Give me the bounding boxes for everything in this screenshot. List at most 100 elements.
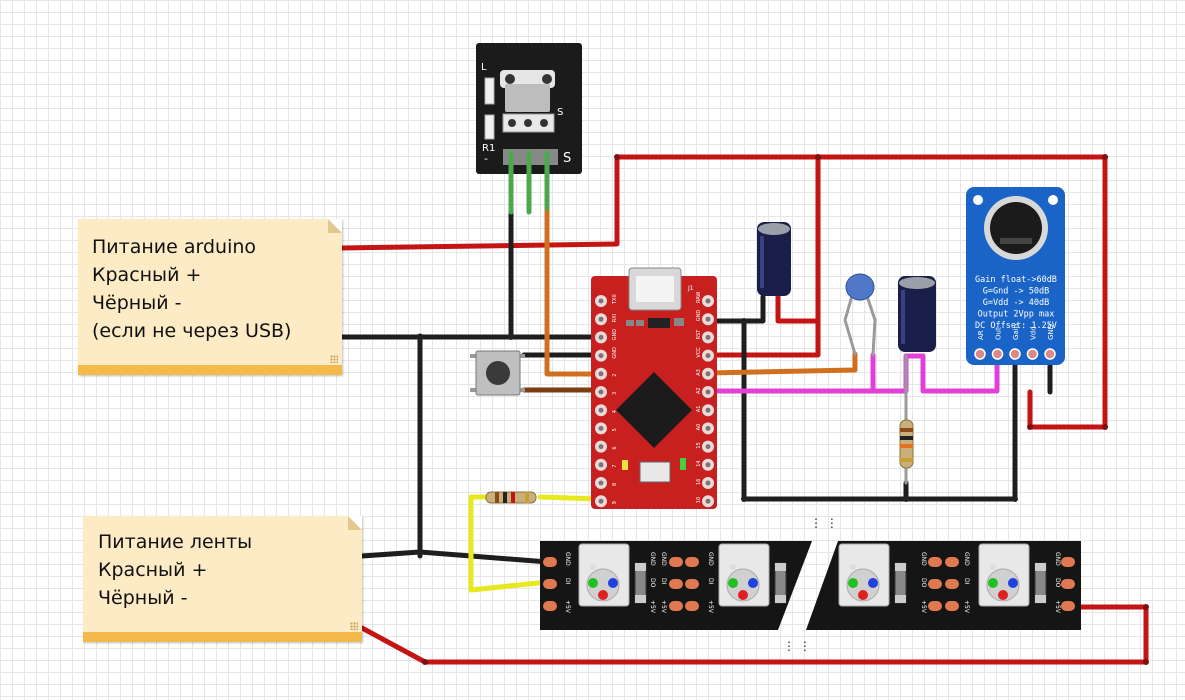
strip-pad[interactable] <box>543 557 557 567</box>
strip-pin-label: +5V <box>1054 600 1061 614</box>
arduino-pin-label-right: A2 <box>696 387 702 394</box>
electrolytic-capacitor-2[interactable] <box>898 276 936 352</box>
strip-pin-label: GND <box>649 552 656 566</box>
strip-pad[interactable] <box>669 579 683 589</box>
strip-pad[interactable] <box>1061 579 1075 589</box>
strip-pin-label: DO <box>1054 578 1061 588</box>
mic-spec-line: DC Offset: 1.25V <box>975 321 1057 331</box>
arduino-pin-label-right: RAW <box>696 292 702 303</box>
strip-pad[interactable] <box>945 579 959 589</box>
strip-pin-label: DI <box>963 578 970 585</box>
arduino-pin-label-right: A1 <box>696 406 702 413</box>
electrolytic-capacitor-1[interactable] <box>757 222 791 296</box>
led-strip[interactable]: GNDDI+5VGNDDI+5VGNDDI+5VGNDDI+5VGNDDO+5V… <box>540 516 1081 653</box>
note-fold-corner <box>328 219 342 233</box>
strip-pin-label: +5V <box>564 600 571 614</box>
wire-yellow-strip[interactable] <box>468 494 551 593</box>
note-arduino-power[interactable]: Питание arduino Красный + Чёрный - (если… <box>78 219 342 375</box>
resistor-vertical[interactable] <box>899 419 914 469</box>
arduino-pin-label-right: 14 <box>696 460 702 466</box>
strip-pad[interactable] <box>669 601 683 611</box>
mic-pin[interactable] <box>991 348 1004 360</box>
mic-pin-label: Gain <box>1012 324 1020 340</box>
mic-pin[interactable] <box>1044 348 1056 360</box>
strip-pad[interactable] <box>543 579 557 589</box>
ir-label-r1: R1 <box>482 143 495 154</box>
note-arduino-line-1: Питание arduino <box>92 236 257 258</box>
arduino-pin-label-right: VCC <box>696 347 702 358</box>
strip-pad[interactable] <box>1061 557 1075 567</box>
mic-pin-label: Vdd <box>1030 326 1038 340</box>
ceramic-capacitor[interactable] <box>845 273 875 301</box>
strip-pad[interactable] <box>928 601 942 611</box>
mic-pin[interactable] <box>974 348 986 360</box>
strip-pin-label: GND <box>920 552 927 566</box>
strip-pad[interactable] <box>685 579 699 589</box>
strip-pin-label: +5V <box>963 600 970 614</box>
strip-pin-label: DI <box>707 578 714 585</box>
note-resize-grip[interactable] <box>350 622 358 630</box>
wire-black-strip-gnd[interactable] <box>359 549 551 565</box>
strip-pad[interactable] <box>928 557 942 567</box>
arduino-pin-label-right: 10 <box>696 497 702 503</box>
mic-spec-line: G=Vdd -> 40dB <box>983 298 1050 308</box>
wire-black-gnd-loop[interactable] <box>741 318 1018 502</box>
strip-pin-label: +5V <box>660 600 667 614</box>
arduino-pin-label-left: 9 <box>612 501 618 504</box>
note-footer-bar <box>83 632 362 642</box>
wire-orange-ir-signal[interactable] <box>544 209 602 377</box>
arduino-pin-label-left: TX0 <box>612 294 618 305</box>
note-strip-power[interactable]: Питание ленты Красный + Чёрный - <box>83 516 362 642</box>
strip-pin-label: DI <box>564 578 571 585</box>
note-resize-grip[interactable] <box>330 355 338 363</box>
strip-pad[interactable] <box>945 601 959 611</box>
strip-pad[interactable] <box>685 601 699 611</box>
push-button[interactable] <box>470 350 525 396</box>
ir-label-s-pin: S <box>563 151 571 166</box>
strip-pad[interactable] <box>928 579 942 589</box>
arduino-pin-label-left: 3 <box>612 392 618 395</box>
strip-pad[interactable] <box>669 557 683 567</box>
strip-pin-label: GND <box>1054 552 1061 566</box>
wire-black-gnd-right[interactable] <box>705 294 766 324</box>
mic-pin[interactable] <box>1026 348 1039 360</box>
ir-receiver-module[interactable]: L S R1 - S <box>476 43 582 174</box>
arduino-pin-label-left: 4 <box>612 410 618 413</box>
wire-orange-a3[interactable] <box>705 351 858 376</box>
wire-yellow-data[interactable] <box>537 494 602 502</box>
strip-pin-label: GND <box>707 552 714 566</box>
arduino-pin-label-left: GND <box>612 329 618 341</box>
lead-ceramic-cap-2 <box>865 294 877 357</box>
arduino-pin-label-left: 5 <box>612 428 618 431</box>
arduino-label-j1: J1 <box>687 285 694 292</box>
resistor-data-line[interactable] <box>485 491 537 504</box>
atmega-chip <box>616 372 692 448</box>
wire-red-cap1[interactable] <box>775 294 821 324</box>
strip-pin-label: DO <box>649 578 656 588</box>
note-arduino-line-3: Чёрный - <box>92 292 182 314</box>
note-strip-line-2: Красный + <box>98 559 208 581</box>
note-arduino-line-2: Красный + <box>92 264 202 286</box>
ir-label-minus: - <box>484 152 488 165</box>
strip-pad[interactable] <box>543 601 557 611</box>
strip-pin-label: GND <box>564 552 571 566</box>
mic-pin[interactable] <box>1009 348 1021 360</box>
strip-pad[interactable] <box>945 557 959 567</box>
mic-pin-label: AR <box>977 330 985 340</box>
arduino-pin-label-right: 16 <box>696 479 702 485</box>
strip-break-dots-top: ⋮ ⋮ <box>810 516 838 530</box>
lead-ceramic-cap <box>843 294 857 356</box>
note-strip-line-3: Чёрный - <box>98 587 188 609</box>
arduino-pin-label-right: GND <box>696 310 702 322</box>
arduino-pin-label-left: RXI <box>612 314 618 322</box>
strip-pin-label: DO <box>920 578 927 588</box>
strip-pin-label: GND <box>660 552 667 566</box>
wire-joints <box>422 154 1149 665</box>
strip-pin-label: +5V <box>649 600 656 614</box>
strip-pad[interactable] <box>685 557 699 567</box>
note-strip-line-1: Питание ленты <box>98 531 253 553</box>
strip-pad[interactable] <box>1061 601 1075 611</box>
